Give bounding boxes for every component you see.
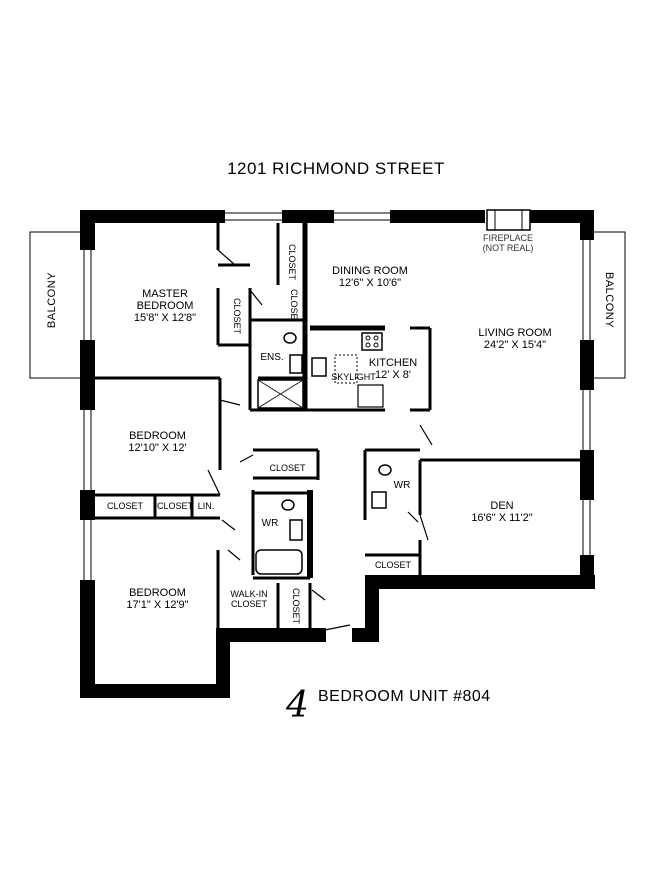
bedroom-3-label: BEDROOM 17'1" X 12'9": [110, 587, 205, 611]
building-address: 1201 RICHMOND STREET: [227, 159, 445, 178]
kitchen-label: KITCHEN 12' X 8': [362, 357, 424, 381]
living-room-label: LIVING ROOM 24'2" X 15'4": [460, 327, 570, 351]
master-bedroom-name-2: BEDROOM: [136, 300, 194, 313]
skylight-label: SKYLIGHT: [331, 372, 376, 382]
fireplace-line-2: (NOT REAL): [482, 242, 534, 253]
walk-in-line-1: WALK-IN: [230, 589, 268, 599]
closet-label-den: CLOSET: [374, 560, 411, 570]
closet-label-hall: CLOSET: [269, 463, 306, 473]
dining-room-dims: 12'6" X 10'6": [338, 277, 402, 290]
master-bedroom-label: MASTER BEDROOM 15'8" X 12'8": [115, 288, 215, 324]
master-bedroom-name-1: MASTER: [142, 288, 188, 300]
linen-closet-label: LIN.: [197, 501, 215, 511]
den-label: DEN 16'6" X 11'2": [462, 500, 542, 524]
closet-partial-label: CLOSE: [288, 289, 299, 320]
living-room-name: LIVING ROOM: [478, 327, 552, 339]
den-name: DEN: [490, 500, 514, 512]
den-dims: 16'6" X 11'2": [471, 512, 533, 525]
wr-label-1: WR: [393, 480, 411, 491]
closet-label-bedroom2-b: CLOSET: [157, 501, 194, 511]
kitchen-dims: 12' X 8': [374, 369, 411, 382]
closet-label-entry: CLOSET: [286, 244, 297, 281]
ensuite-label: ENS.: [260, 352, 284, 363]
fireplace-line-1: FIREPLACE: [482, 233, 533, 243]
master-bedroom-dims: 15'8" X 12'8": [133, 312, 197, 325]
wr-label-2: WR: [261, 518, 279, 529]
bedroom-2-name: BEDROOM: [129, 430, 186, 442]
unit-number-handwritten: 4: [286, 685, 309, 726]
closet-label-bedroom2-a: CLOSET: [106, 501, 143, 511]
balcony-label-right: BALCONY: [603, 272, 616, 329]
bedroom-3-dims: 17'1" X 12'9": [126, 599, 189, 612]
walk-in-line-2: CLOSET: [230, 598, 267, 609]
dining-room-name: DINING ROOM: [332, 265, 408, 277]
unit-label: BEDROOM UNIT #804: [318, 688, 491, 705]
bedroom-3-name: BEDROOM: [129, 587, 186, 599]
bedroom-2-dims: 12'10" X 12': [128, 442, 187, 455]
bedroom-2-label: BEDROOM 12'10" X 12': [110, 430, 205, 454]
dining-room-label: DINING ROOM 12'6" X 10'6": [320, 265, 420, 289]
kitchen-name: KITCHEN: [368, 357, 418, 369]
closet-label-hall-vertical: CLOSET: [290, 588, 301, 625]
closet-label-master: CLOSET: [231, 298, 242, 335]
balcony-label-left: BALCONY: [46, 272, 58, 329]
fireplace-label: FIREPLACE (NOT REAL): [478, 233, 538, 254]
living-room-dims: 24'2" X 15'4": [483, 339, 547, 352]
walk-in-closet-label: WALK-IN CLOSET: [224, 589, 274, 610]
